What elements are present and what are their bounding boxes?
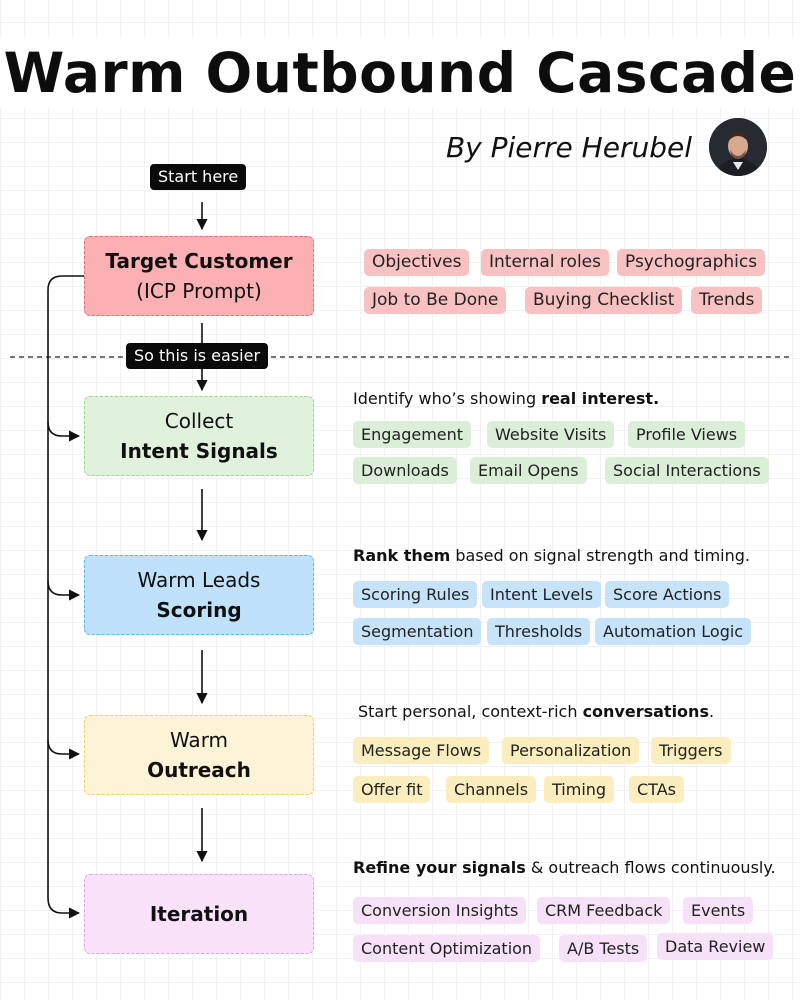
tag-ctas: CTAs (629, 776, 684, 803)
tag-internal-roles: Internal roles (481, 249, 609, 276)
tag-thresholds: Thresholds (487, 618, 591, 645)
left-bracket-line (47, 275, 84, 919)
tag-events: Events (683, 897, 754, 924)
tag-job-to-be-done: Job to Be Done (364, 287, 507, 314)
tag-automation-logic: Automation Logic (595, 618, 752, 645)
tag-downloads: Downloads (353, 457, 457, 484)
stage-subtitle: Outreach (147, 758, 251, 782)
tag-trends: Trends (691, 287, 763, 314)
stage-title: Warm (169, 728, 229, 752)
stage-scoring: Warm Leads Scoring (84, 555, 314, 635)
tag-content-optimization: Content Optimization (353, 935, 541, 962)
start-here-label: Start here (150, 164, 247, 190)
stage-subtitle: (ICP Prompt) (136, 279, 262, 303)
tag-data-review: Data Review (657, 933, 774, 960)
stage-title: Iteration (149, 902, 249, 926)
avatar (709, 118, 767, 176)
branch-to-collect (47, 421, 81, 442)
tag-website-visits: Website Visits (487, 421, 615, 448)
tag-message-flows: Message Flows (353, 737, 490, 764)
tag-psychographics: Psychographics (617, 249, 766, 276)
tag-score-actions: Score Actions (605, 581, 730, 608)
tag-objectives: Objectives (364, 249, 470, 276)
tag-triggers: Triggers (651, 737, 731, 764)
stage-outreach: Warm Outreach (84, 715, 314, 795)
stage-title: Target Customer (105, 249, 293, 273)
tag-segmentation: Segmentation (353, 618, 482, 645)
tag-profile-views: Profile Views (628, 421, 746, 448)
branch-to-outreach (47, 739, 81, 760)
branch-to-scoring (47, 580, 81, 601)
stage-iteration: Iteration (84, 874, 314, 954)
tag-crm-feedback: CRM Feedback (537, 897, 671, 924)
stage-title: Warm Leads (137, 568, 261, 592)
divider-label: So this is easier (126, 343, 269, 369)
author-byline: By Pierre Herubel (445, 131, 692, 164)
tag-personalization: Personalization (502, 737, 640, 764)
stage-description: Identify who’s showing real interest. (353, 389, 660, 408)
tag-channels: Channels (446, 776, 537, 803)
stage-description: Rank them based on signal strength and t… (353, 546, 750, 565)
tag-offer-fit: Offer fit (353, 776, 431, 803)
tag-social-interactions: Social Interactions (605, 457, 769, 484)
stage-description: Start personal, context-rich conversatio… (358, 702, 715, 721)
tag-engagement: Engagement (353, 421, 472, 448)
stage-subtitle: Scoring (156, 598, 242, 622)
tag-email-opens: Email Opens (470, 457, 587, 484)
tag-ab-tests: A/B Tests (559, 935, 648, 962)
page-title: Warm Outbound Cascade (0, 38, 800, 108)
stage-target-customer: Target Customer (ICP Prompt) (84, 236, 314, 316)
stage-title: Collect (164, 409, 234, 433)
tag-conversion-insights: Conversion Insights (353, 897, 527, 924)
stage-intent-signals: Collect Intent Signals (84, 396, 314, 476)
stage-description: Refine your signals & outreach flows con… (353, 858, 776, 877)
tag-buying-checklist: Buying Checklist (525, 287, 683, 314)
tag-scoring-rules: Scoring Rules (353, 581, 478, 608)
tag-timing: Timing (544, 776, 615, 803)
tag-intent-levels: Intent Levels (482, 581, 602, 608)
stage-subtitle: Intent Signals (120, 439, 278, 463)
